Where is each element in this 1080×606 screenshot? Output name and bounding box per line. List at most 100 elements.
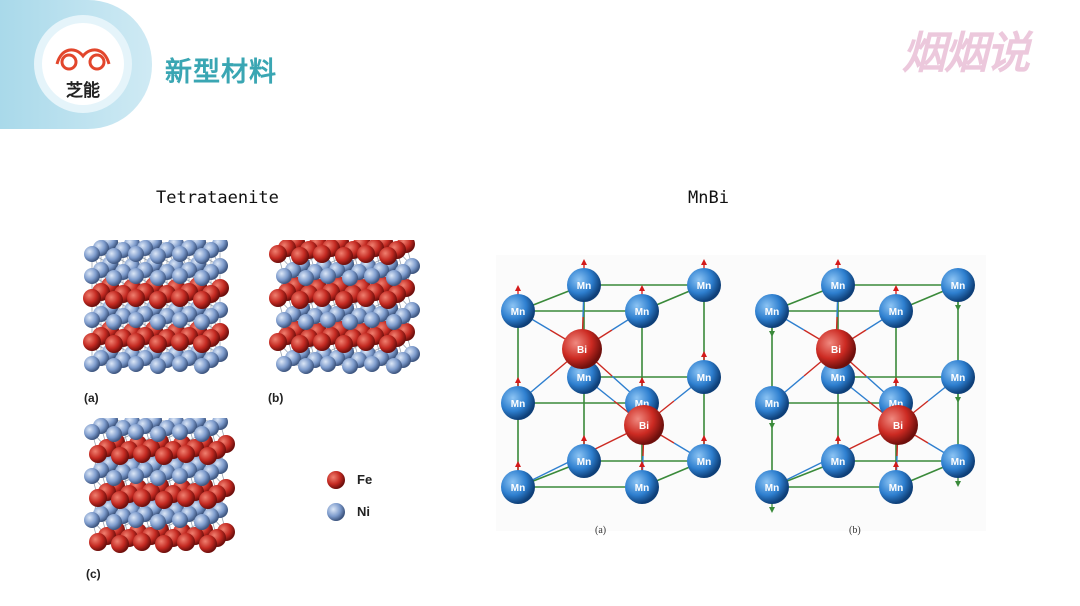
fe-atom: [269, 245, 287, 263]
mn-atom-label: Mn: [697, 457, 711, 468]
cell-edges: [771, 284, 959, 488]
ni-atom: [84, 268, 100, 284]
ni-atom: [386, 314, 402, 330]
mn-atom-label: Mn: [951, 373, 965, 384]
ni-atom: [172, 268, 188, 284]
ni-atom: [128, 468, 144, 484]
fe-atom: [357, 333, 375, 351]
fe-atom: [111, 491, 129, 509]
ni-atom: [172, 468, 188, 484]
ni-atom: [150, 358, 166, 374]
mn-atom-label: Mn: [765, 399, 779, 410]
mn-atom-label: Mn: [831, 281, 845, 292]
ni-atom: [342, 358, 358, 374]
fe-atom: [155, 535, 173, 553]
ni-atom: [128, 512, 144, 528]
fe-atom: [177, 445, 195, 463]
ni-atom: [106, 248, 122, 264]
fe-atom: [83, 289, 101, 307]
fe-atom: [149, 291, 167, 309]
fe-atom: [335, 247, 353, 265]
ni-atom: [194, 470, 210, 486]
tetrataenite-structure-a: [83, 240, 229, 374]
mn-atom-label: Mn: [889, 307, 903, 318]
mn-atom: Mn: [879, 294, 913, 328]
page-title: 新型材料: [165, 57, 277, 88]
panel-label-c: (c): [86, 567, 101, 581]
fe-atom: [269, 333, 287, 351]
mn-atom-label: Mn: [511, 399, 525, 410]
mn-atom-label: Mn: [697, 373, 711, 384]
fe-atom: [335, 335, 353, 353]
fe-atom: [357, 245, 375, 263]
mn-bi-bonds: [517, 284, 705, 488]
fe-atom: [177, 489, 195, 507]
ni-atom: [386, 270, 402, 286]
ni-atom: [276, 356, 292, 372]
mn-atom: Mn: [755, 294, 789, 328]
mn-atom: Mn: [567, 444, 601, 478]
fe-atom: [379, 291, 397, 309]
ni-atom: [320, 312, 336, 328]
fe-atom: [193, 291, 211, 309]
mn-atom: Mn: [687, 444, 721, 478]
fe-atom: [105, 291, 123, 309]
ni-atom: [320, 268, 336, 284]
fe-legend-swatch: [327, 471, 345, 489]
fe-atom: [155, 447, 173, 465]
fe-atom: [335, 291, 353, 309]
ni-atom: [128, 356, 144, 372]
legend-label-fe: Fe: [357, 472, 373, 487]
fe-atom: [193, 335, 211, 353]
fe-atom: [199, 447, 217, 465]
fe-atom: [89, 533, 107, 551]
ni-atom: [298, 358, 314, 374]
ni-atom: [84, 246, 100, 262]
ni-atom: [364, 356, 380, 372]
logo: [42, 23, 124, 105]
bi-atom-label: Bi: [639, 421, 649, 432]
ni-atom: [128, 312, 144, 328]
mn-atom-label: Mn: [635, 483, 649, 494]
mnbi-caption-b: (b): [849, 525, 861, 536]
mn-atom: Mn: [755, 470, 789, 504]
fe-atom: [111, 535, 129, 553]
ni-atom: [150, 270, 166, 286]
fe-atom: [177, 533, 195, 551]
ni-atom: [172, 246, 188, 262]
mn-atom-label: Mn: [889, 483, 903, 494]
mn-atom: Mn: [941, 268, 975, 302]
ni-atom: [320, 356, 336, 372]
ni-atom: [106, 426, 122, 442]
mn-atom: Mn: [879, 470, 913, 504]
mn-atom-label: Mn: [577, 457, 591, 468]
bi-atom-label: Bi: [893, 421, 903, 432]
fe-atom: [149, 335, 167, 353]
mn-bi-bonds: [771, 284, 959, 488]
fe-atom: [291, 247, 309, 265]
ni-atom: [298, 270, 314, 286]
tetrataenite-structure-b: [269, 240, 420, 374]
ni-atom: [150, 470, 166, 486]
ni-atom: [150, 514, 166, 530]
mn-atom: Mn: [625, 470, 659, 504]
legend-label-ni: Ni: [357, 504, 370, 519]
ni-atom: [128, 424, 144, 440]
ni-atom: [106, 358, 122, 374]
logo-text: 芝能: [66, 81, 100, 101]
mn-atom-label: Mn: [951, 457, 965, 468]
ni-atom: [172, 356, 188, 372]
ni-atom: [150, 248, 166, 264]
mn-atom-label: Mn: [765, 307, 779, 318]
ni-atom: [276, 268, 292, 284]
ni-atom: [172, 424, 188, 440]
ni-atom: [172, 512, 188, 528]
mn-atom: Mn: [501, 386, 535, 420]
ni-atom: [150, 314, 166, 330]
mn-atom-label: Mn: [951, 281, 965, 292]
mn-atom-label: Mn: [511, 307, 525, 318]
ni-atom: [84, 468, 100, 484]
atom-legend: [327, 471, 345, 521]
cell-edges: [517, 284, 705, 488]
